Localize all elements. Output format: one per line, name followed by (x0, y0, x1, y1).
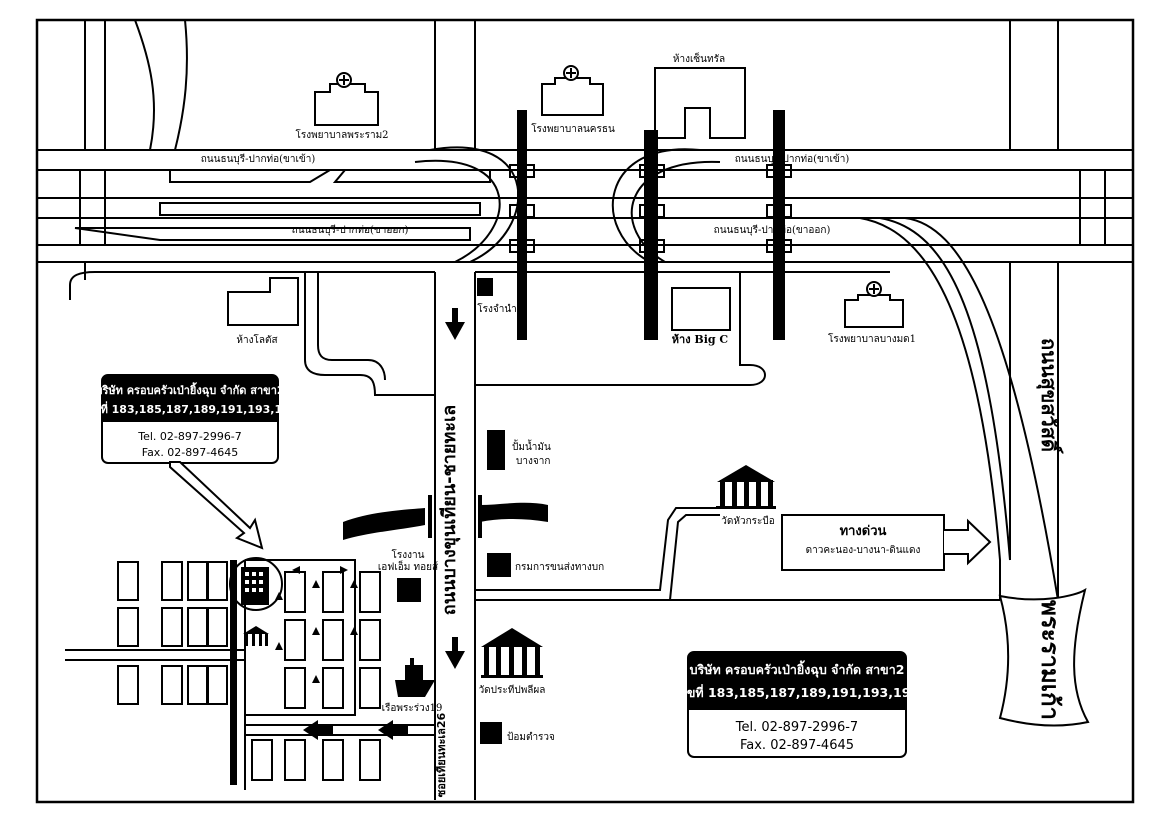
lotus-mall-icon (227, 277, 299, 326)
company-name-small: บริษัท ครอบครัวเป่ายิ้งฉุบ จำกัด สาขา2 (95, 382, 284, 398)
soi26-label: ซอยเทียนทะเล26 (435, 712, 448, 797)
hospital-nakhonthon-icon (541, 65, 604, 116)
gas-station-label-2: บางจาก (516, 456, 550, 467)
boat-label: เรือพระร่วง19 (382, 702, 443, 714)
transport-dept-block (487, 553, 511, 577)
bigc-icon (671, 287, 731, 331)
temple-huakrabue-icon (716, 465, 776, 509)
company-building-icon (229, 557, 283, 611)
rama-bridge-label: พระรามเก้า (1036, 600, 1064, 720)
central-mall-icon (654, 67, 746, 139)
gas-station-label-1: ปั้มน้ำมัน (512, 439, 551, 453)
route-arrows (275, 566, 408, 740)
company-tel-large: Tel. 02-897-2996-7 (735, 720, 858, 735)
factory-label-1: โรงงาน (392, 548, 425, 561)
temple-prathip-icon (481, 628, 543, 678)
police-label: ป้อมตำรวจ (507, 731, 555, 743)
hospital-bangmod-label: โรงพยาบาลบางมด1 (828, 332, 916, 345)
small-temple-icon (243, 626, 269, 646)
company-fax-small: Fax. 02-897-4645 (142, 446, 239, 459)
mid-left-roads (69, 271, 476, 800)
central-mall-label: ห้างเซ็นทรัล (673, 51, 725, 65)
rama-bridge-icon (998, 587, 1090, 727)
bigc-label: ห้าง Big C (672, 333, 729, 346)
company-name-large: บริษัท ครอบครัวเป่ายิ้งฉุบ จำกัด สาขา2 (690, 660, 905, 678)
main-highway (37, 149, 1133, 263)
school-label: โรงจำนำ (477, 302, 517, 315)
school-block (477, 278, 493, 296)
temple-route (475, 507, 720, 601)
canal-right (478, 495, 548, 538)
company-info-box-large (687, 651, 907, 758)
hospital-phraram2-icon (314, 72, 379, 126)
company-address-large: เลขที่ 183,185,187,189,191,193,195 (675, 684, 919, 700)
road-label-inbound-right: ถนนธนบุรี-ปากท่อ(ขาเข้า) (735, 153, 850, 165)
hospital-bangmod-icon (844, 281, 904, 328)
expressway-title: ทางด่วน (840, 524, 887, 539)
down-arrow-icon (445, 308, 465, 669)
road-label-inbound-left: ถนนธนบุรี-ปากท่อ(ขาเข้า) (201, 153, 316, 165)
gas-station-block (487, 430, 505, 470)
top-verticals (79, 19, 1106, 600)
company-tel-small: Tel. 02-897-2996-7 (137, 430, 242, 443)
overpass-pylons (509, 110, 792, 340)
expressway-sign (781, 514, 992, 571)
bangkhunthian-road-label: ถนนบางขุนเทียน-ชายทะเล (439, 405, 461, 615)
factory-block (397, 578, 421, 602)
canal-left (343, 495, 432, 540)
road-label-outbound-left: ถนนธนบุรี-ปากท่อ(ขาออก) (292, 224, 409, 236)
lotus-mall-label: ห้างโลตัส (236, 333, 277, 346)
road-label-outbound-right: ถนนธนบุรี-ปากท่อ(ขาออก) (714, 224, 831, 236)
boat-icon (395, 658, 435, 697)
suksawat-road-label: ถนนสุขสวัสดิ์ (1036, 338, 1064, 454)
company-address-small: เลขที่ 183,185,187,189,191,193,195 (83, 401, 298, 416)
hospital-phraram2-label: โรงพยาบาลพระราม2 (295, 128, 388, 141)
temple-prathip-label: วัดประทีปพลีผล (479, 684, 546, 696)
hospital-nakhonthon-label: โรงพยาบาลนครธน (531, 122, 615, 135)
company-fax-large: Fax. 02-897-4645 (740, 738, 854, 753)
company-info-box-small (101, 374, 279, 464)
pointer-arrow (169, 461, 264, 550)
police-block (480, 722, 502, 744)
transport-dept-label: กรมการขนส่งทางบก (515, 562, 604, 573)
expressway-subtitle: ดาวคะนอง-บางนา-ดินแดง (806, 545, 921, 556)
factory-label-2: เอฟเอ็ม ทอยส์ (378, 559, 438, 573)
temple-huakrabue-label: วัดหัวกระบือ (721, 515, 774, 527)
neighborhood-grid (65, 559, 435, 790)
company-street (230, 560, 237, 785)
